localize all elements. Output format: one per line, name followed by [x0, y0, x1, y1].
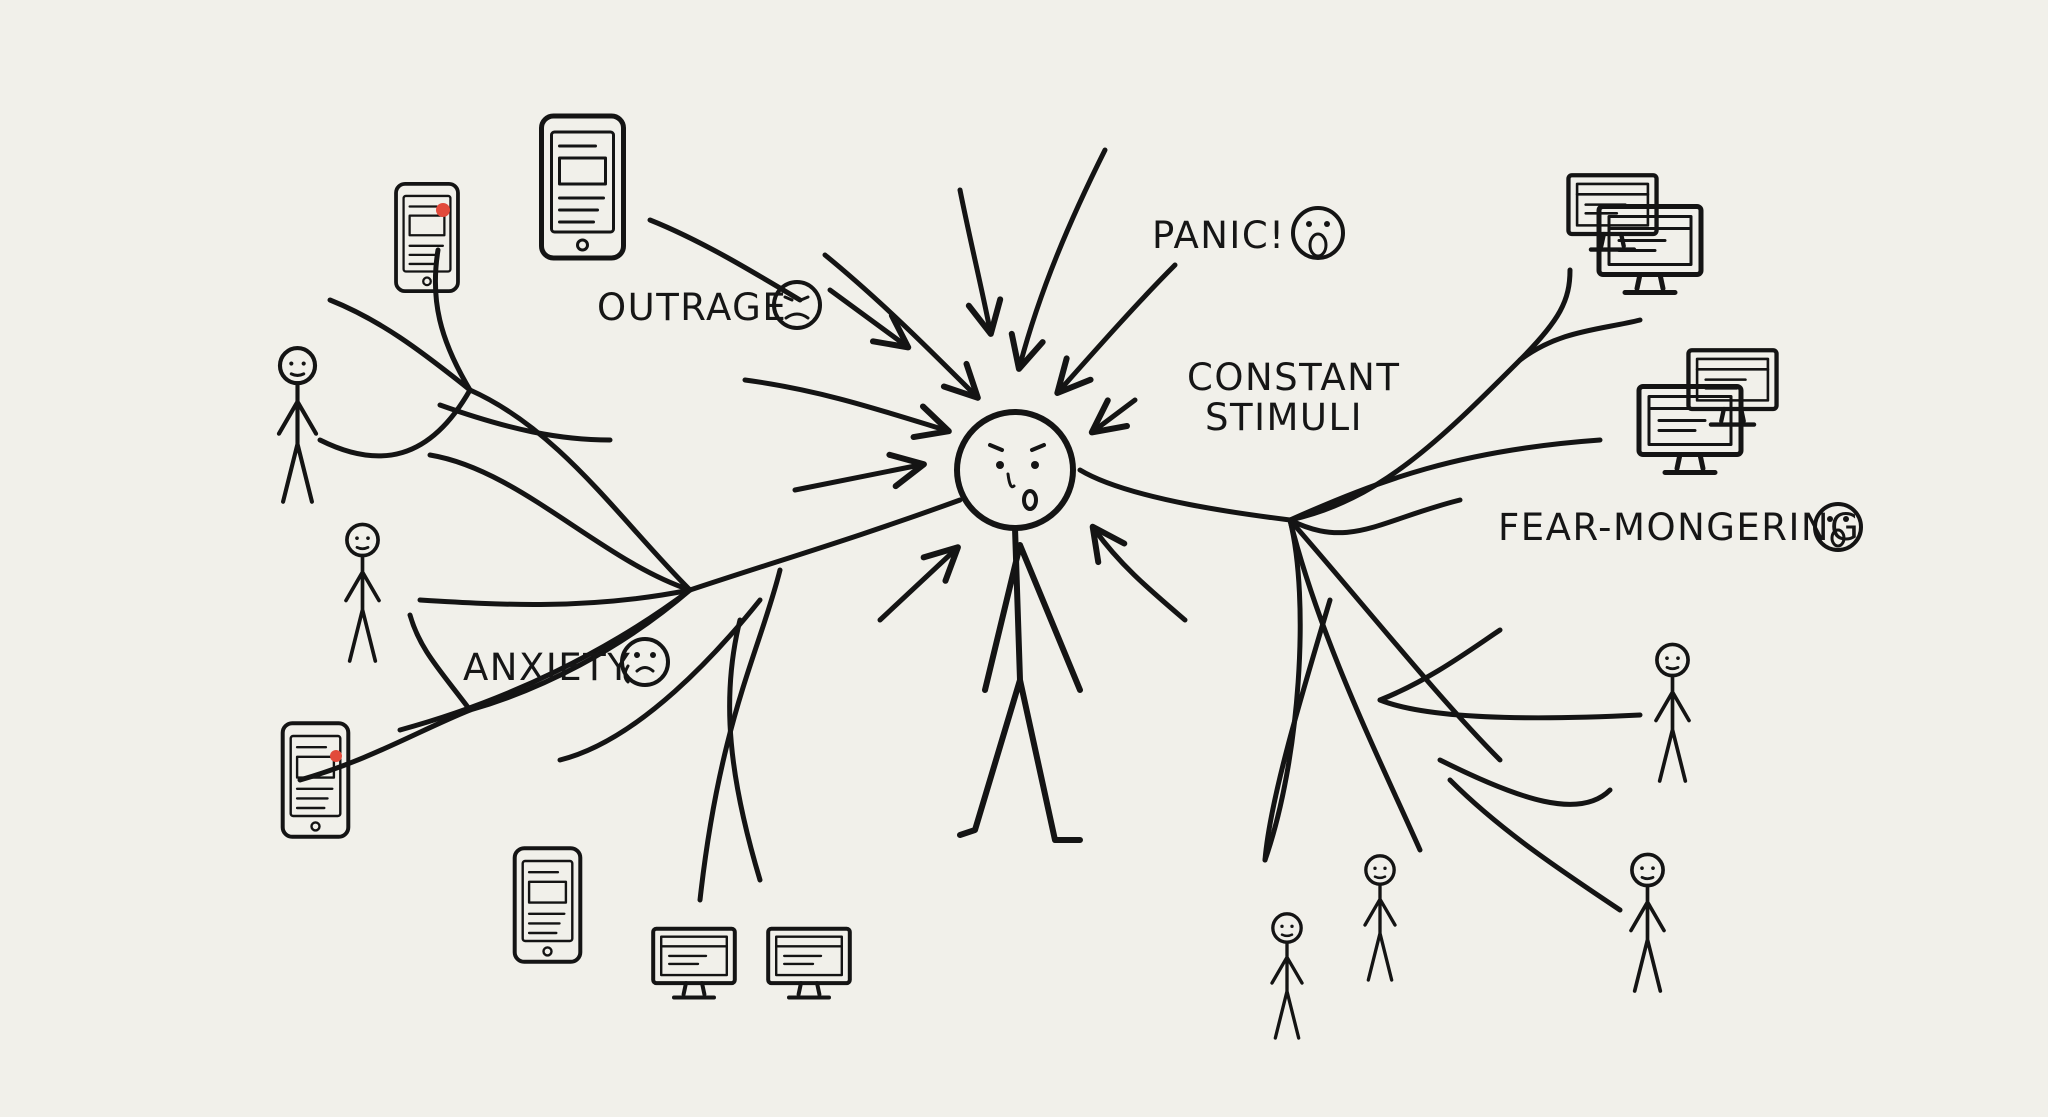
- stick-figure-icon: [346, 524, 379, 661]
- desktop-monitor-icon: [653, 929, 735, 998]
- notification-dot: [436, 203, 450, 217]
- label-anxiety: ANXIETY: [463, 646, 631, 689]
- converging-arrows: [650, 150, 1185, 620]
- desktop-monitor-icon: [768, 929, 850, 998]
- stick-figure-icon: [1656, 644, 1689, 781]
- label-panic: PANIC!: [1152, 214, 1286, 257]
- notification-dot: [330, 750, 342, 762]
- smartphone-icon: [396, 184, 458, 291]
- smartphone-icon: [515, 848, 581, 962]
- label-outrage: OUTRAGE: [597, 286, 787, 329]
- smartphone-icon: [283, 723, 349, 837]
- screaming-face-icon: [1293, 208, 1343, 258]
- label-stimuli: STIMULI: [1205, 396, 1363, 439]
- stick-figure-icon: [1272, 914, 1302, 1038]
- bystanders: [279, 348, 1689, 1038]
- central-stressed-person: [957, 412, 1080, 840]
- desktop-monitor-icon: [1568, 175, 1656, 249]
- network-branches: [300, 250, 1640, 910]
- label-fear-mongering: FEAR-MONGERING: [1498, 506, 1860, 549]
- smartphone-icon: [542, 116, 624, 258]
- stick-figure-icon: [279, 348, 316, 502]
- stick-figure-icon: [1631, 854, 1664, 991]
- label-constant: CONSTANT: [1187, 356, 1400, 399]
- stick-figure-icon: [1365, 856, 1395, 980]
